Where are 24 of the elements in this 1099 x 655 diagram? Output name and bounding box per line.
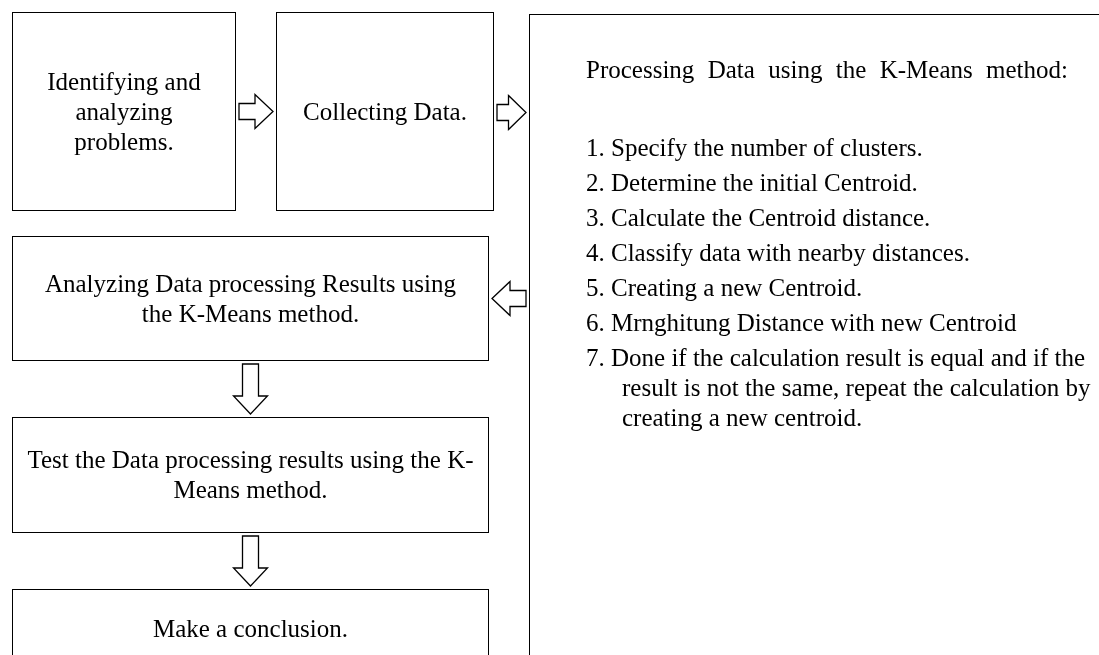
- block-arrow: [232, 363, 269, 415]
- list-item: 3. Calculate the Centroid distance.: [585, 203, 932, 233]
- heading-text: Processing Data using the K-Means method:: [585, 55, 1068, 85]
- list-item: 1. Specify the number of clusters.: [585, 133, 924, 163]
- list-item: 6. Mrnghitung Distance with new Centroid: [585, 308, 1018, 338]
- block-arrow: [232, 535, 269, 587]
- process-box: [12, 417, 489, 533]
- list-item: 2. Determine the initial Centroid.: [585, 168, 919, 198]
- list-item: 7. Done if the calculation result is equal and if the result is not the same, repeat the calculation by creating a new centroid.: [585, 343, 1092, 433]
- step-text: Collecting Data.: [303, 96, 467, 127]
- block-arrow: [491, 280, 527, 317]
- block-arrow: [238, 93, 274, 130]
- process-box: [276, 12, 494, 211]
- process-box: [12, 589, 489, 655]
- step-text: Analyzing Data processing Results using the K-Means method.: [43, 268, 458, 329]
- process-box: [12, 12, 236, 211]
- step-text: Test the Data processing results using the K-Means method.: [27, 445, 474, 505]
- list-item: 5. Creating a new Centroid.: [585, 273, 864, 303]
- step-text: Make a conclusion.: [152, 614, 349, 644]
- step-text: Identifying and analyzing problems.: [46, 66, 202, 157]
- process-steps-box: [529, 14, 1099, 655]
- process-box: [12, 236, 489, 361]
- list-item: 4. Classify data with nearby distances.: [585, 238, 971, 268]
- block-arrow: [496, 93, 527, 132]
